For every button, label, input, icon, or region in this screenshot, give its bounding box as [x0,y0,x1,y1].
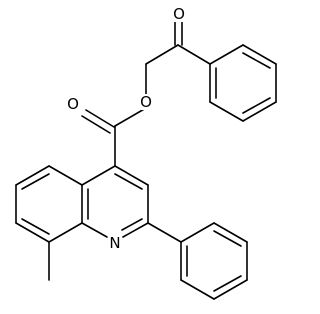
bond-benzo-d1 [21,173,50,190]
bond-c2-n1 [122,222,149,238]
bond-keto-ch2 [145,44,179,65]
bond-n1-c8a [81,222,108,238]
bond-c4a-c5 [48,165,83,186]
bond-c7-c8 [15,222,50,243]
bond-ester-co-1 [85,109,115,128]
bond-benzo-d2 [21,218,50,235]
ester-oxygen-mask [139,94,153,110]
bond-c4-c3 [114,165,149,186]
bond-c2-phenyl [147,222,182,243]
bond-c4a-c4 [81,165,116,186]
keto-oxygen-mask [172,6,186,22]
bond-ph2-4 [213,279,248,300]
bond-c5-c6 [15,165,50,186]
bond-ph1-1 [209,44,244,65]
atom-labels: O O O N [66,5,186,252]
quinoline-nitrogen-label: N [109,234,120,252]
bond-pyr-d2 [121,218,143,231]
bond-ph1-4 [242,101,277,122]
bond-c8-c8a [48,222,83,243]
ester-oxygen-label: O [140,93,152,111]
carbonyl-oxygen-label: O [67,95,79,113]
bond-ph2-d1 [213,230,242,247]
bond-pyr-d1 [114,173,143,190]
carbonyl-oxygen-mask [66,96,80,112]
bond-ph2-d2 [213,275,242,292]
bonds [15,21,277,300]
bond-ph1-d2 [242,97,271,114]
quinoline-nitrogen-mask [108,235,122,251]
keto-oxygen-label: O [173,5,185,23]
bond-ph1-d1 [242,52,271,69]
bond-keto-phenyl [177,44,211,65]
bond-ph2-2 [213,222,248,243]
bond-ph1-2 [242,44,277,65]
bond-ph2-1 [180,222,215,243]
bond-ph1-5 [209,101,244,122]
bond-oester-carbonyl [114,107,147,127]
chemical-structure-diagram: O O O N [15,5,277,300]
bond-ester-co-2 [81,115,111,134]
bond-ph2-5 [180,279,215,300]
